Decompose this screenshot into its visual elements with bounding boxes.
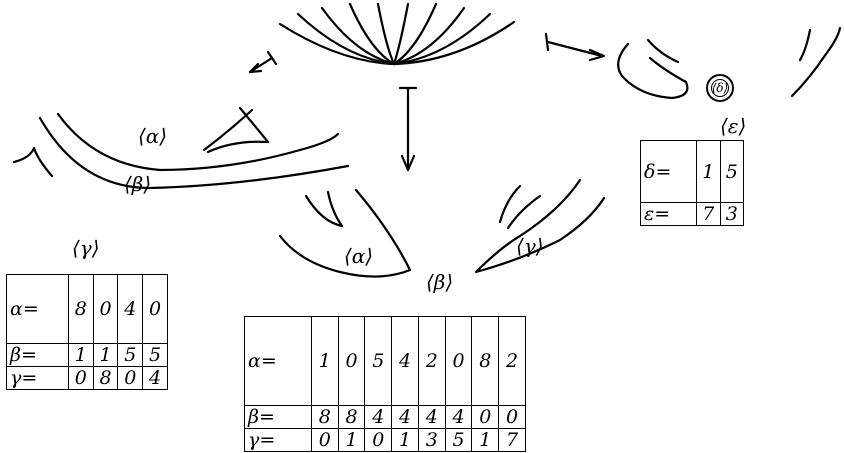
label-alpha-middle: ⟨α⟩ <box>344 244 374 268</box>
middle-curve <box>278 188 412 278</box>
row-label: α= <box>6 274 69 344</box>
middle-right-hook <box>498 184 542 230</box>
table-cell: 5 <box>142 343 168 367</box>
table-cell: 8 <box>92 366 119 390</box>
table-cell: 1 <box>391 428 419 452</box>
middle-right-curve <box>474 178 606 274</box>
row-label: γ= <box>244 428 312 452</box>
table-cell: 5 <box>364 316 393 406</box>
table-cell: 1 <box>696 140 721 203</box>
table-cell: 4 <box>391 405 419 429</box>
label-beta-left: ⟨β⟩ <box>124 172 152 196</box>
table-cell: 5 <box>444 428 473 452</box>
left-outer-curve <box>38 116 350 190</box>
table-cell: 0 <box>67 366 94 390</box>
table-cell: 3 <box>719 202 745 226</box>
table-cell: 4 <box>417 405 446 429</box>
table-cell: 0 <box>92 274 119 344</box>
epsilon-table-title: ⟨ε⟩ <box>720 114 747 138</box>
right-hook-inner <box>646 38 680 64</box>
table-cell: 4 <box>444 405 473 429</box>
fan-curve <box>348 2 396 66</box>
right-hook-curve <box>617 42 689 100</box>
table-cell: 1 <box>471 428 500 452</box>
table-cell: 4 <box>142 366 168 390</box>
table-cell: 0 <box>337 316 366 406</box>
row-label: β= <box>6 343 69 367</box>
row-label: β= <box>244 405 312 429</box>
table-cell: 5 <box>117 343 144 367</box>
arrow-left <box>248 50 278 74</box>
table-cell: 0 <box>498 405 526 429</box>
table-cell: 4 <box>364 405 393 429</box>
table-cell: 7 <box>696 202 721 226</box>
far-right-curve <box>790 26 842 98</box>
fan-curve <box>296 12 396 66</box>
table-cell: 7 <box>498 428 526 452</box>
gamma-table-title: ⟨γ⟩ <box>72 236 100 260</box>
table-cell: 1 <box>92 343 119 367</box>
fan-curve <box>392 6 466 66</box>
beta-table-title: ⟨β⟩ <box>426 270 454 294</box>
left-upper-hook <box>202 106 270 154</box>
row-label: γ= <box>6 366 69 390</box>
left-hook <box>12 146 54 178</box>
table-cell: 2 <box>498 316 526 406</box>
fan-curve <box>392 2 410 66</box>
delta-circle-label: ⟨δ⟩ <box>711 81 729 95</box>
label-gamma-middle: ⟨γ⟩ <box>516 234 544 258</box>
table-cell: 0 <box>117 366 144 390</box>
table-cell: 8 <box>67 274 94 344</box>
arrow-right <box>544 32 606 62</box>
delta-circle-inner <box>711 79 729 97</box>
fan-curve <box>320 6 396 66</box>
table-cell: 0 <box>142 274 168 344</box>
fan-curve <box>376 2 396 66</box>
table-cell: 1 <box>337 428 366 452</box>
fan-curve <box>392 2 438 66</box>
delta-circle: ⟨δ⟩ <box>706 74 734 102</box>
table-cell: 8 <box>337 405 366 429</box>
curve-fan <box>278 2 516 66</box>
label-alpha-left: ⟨α⟩ <box>138 124 168 148</box>
table-cell: 4 <box>117 274 144 344</box>
row-label: δ= <box>639 140 698 203</box>
row-label: ε= <box>639 202 698 226</box>
table-cell: 4 <box>391 316 419 406</box>
row-label: α= <box>244 316 312 406</box>
fan-curve <box>392 12 492 66</box>
table-cell: 5 <box>719 140 745 203</box>
left-inner-curve <box>56 112 340 172</box>
table-cell: 0 <box>310 428 339 452</box>
table-cell: 0 <box>364 428 393 452</box>
table-cell: 2 <box>417 316 446 406</box>
table-cell: 3 <box>417 428 446 452</box>
middle-hook <box>304 190 344 228</box>
table-cell: 1 <box>67 343 94 367</box>
table-cell: 8 <box>310 405 339 429</box>
table-cell: 8 <box>471 316 500 406</box>
fan-curve <box>392 20 516 66</box>
table-cell: 1 <box>310 316 339 406</box>
table-cell: 0 <box>444 316 473 406</box>
arrow-down <box>398 86 418 172</box>
table-cell: 0 <box>471 405 500 429</box>
